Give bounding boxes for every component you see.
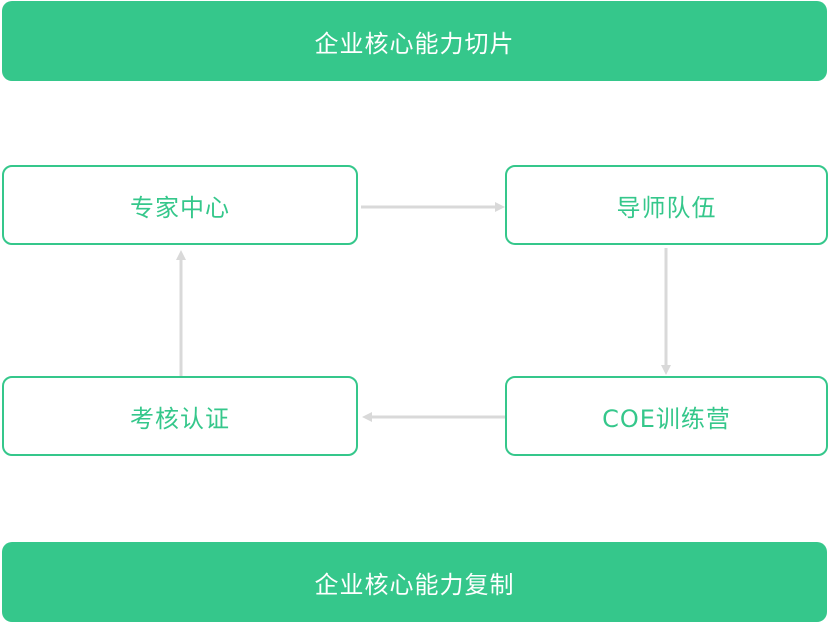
- bottom-banner-label: 企业核心能力复制: [314, 570, 515, 599]
- bottom-banner: 企业核心能力复制: [2, 542, 827, 622]
- arrow-coe-to-assessment: [362, 412, 505, 422]
- node-coe-camp: COE训练营: [505, 376, 828, 456]
- node-mentor-team-label: 导师队伍: [616, 193, 717, 222]
- node-coe-camp-label: COE训练营: [602, 404, 731, 433]
- node-assessment: 考核认证: [2, 376, 358, 456]
- node-assessment-label: 考核认证: [130, 404, 230, 433]
- arrow-mentor-to-coe: [661, 248, 671, 375]
- top-banner-label: 企业核心能力切片: [314, 29, 515, 58]
- arrow-assessment-to-expert: [176, 250, 186, 376]
- node-mentor-team: 导师队伍: [505, 165, 828, 245]
- top-banner: 企业核心能力切片: [2, 1, 827, 81]
- arrow-expert-to-mentor: [361, 202, 505, 212]
- node-expert-center-label: 专家中心: [130, 193, 230, 222]
- node-expert-center: 专家中心: [2, 165, 358, 245]
